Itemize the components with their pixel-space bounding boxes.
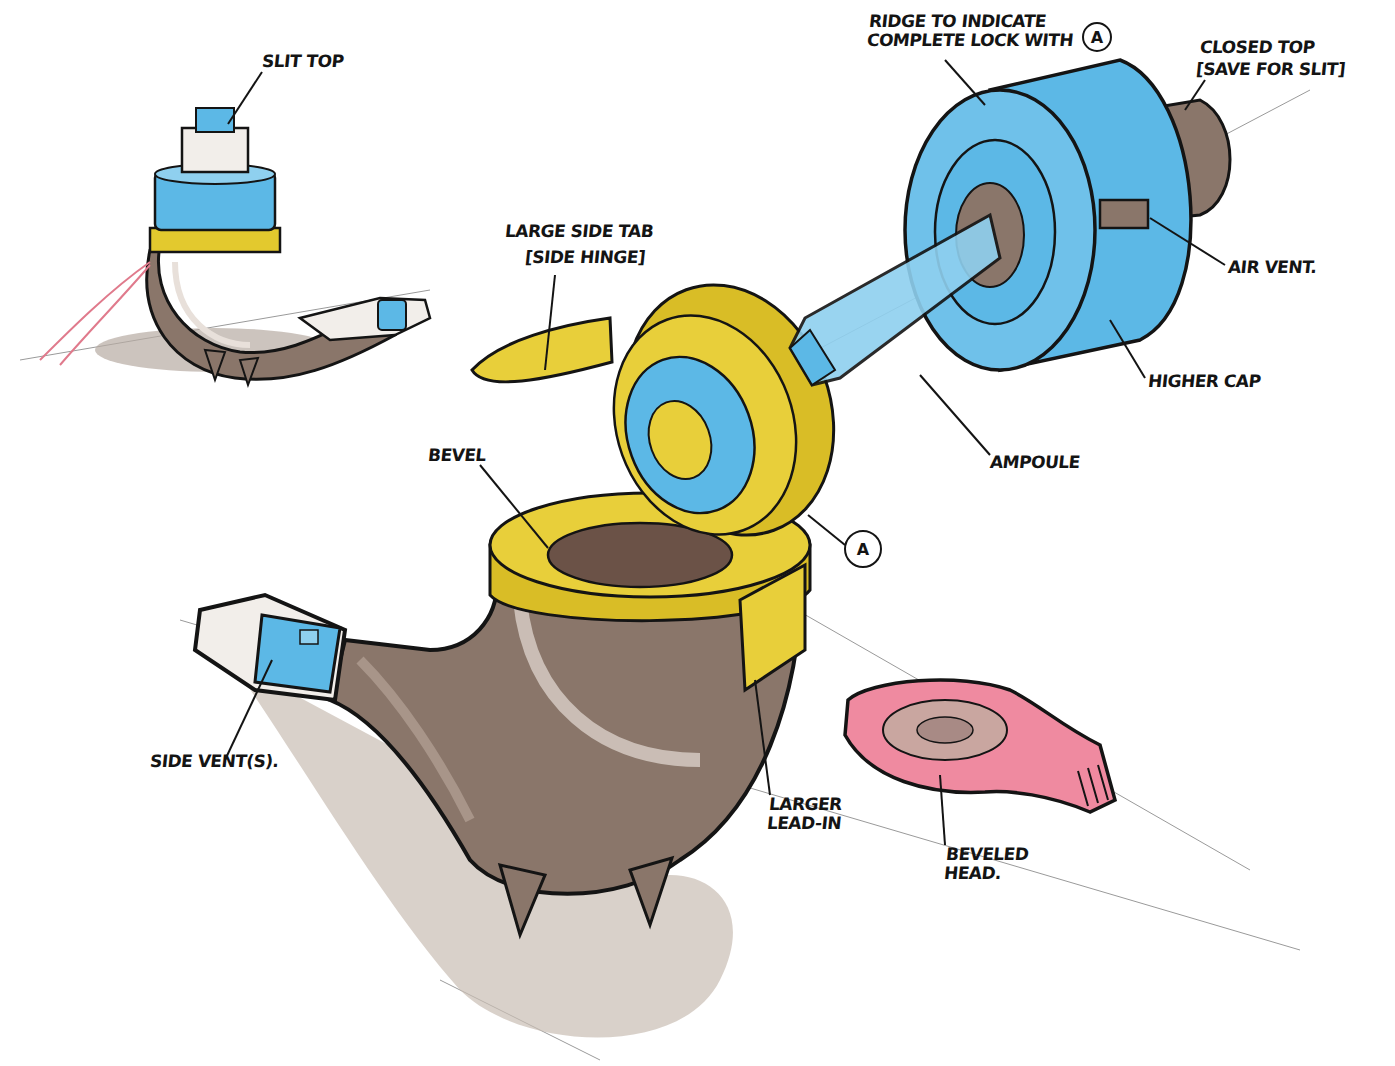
callout-letter: A: [857, 540, 869, 559]
part-label: [SIDE HINGE]: [524, 248, 686, 267]
hinged-lid: [472, 256, 868, 565]
part-label: AMPOULE: [989, 453, 1121, 472]
part-label: CLOSED TOP: [1199, 38, 1341, 57]
key-part: [845, 680, 1115, 812]
callout-letter: A: [1091, 28, 1103, 47]
part-label: SIDE VENT(S).: [149, 752, 301, 771]
leader-lines: [225, 60, 1225, 845]
part-label: [SAVE FOR SLIT]: [1195, 60, 1387, 79]
part-label: LARGE SIDE TAB: [504, 222, 696, 241]
part-label: BEVEL: [427, 446, 529, 465]
reference-circle: A: [844, 530, 882, 568]
main-body: [195, 493, 810, 1038]
small-view: [40, 108, 430, 385]
part-label: HIGHER CAP: [1147, 372, 1299, 391]
part-label: BEVELED HEAD.: [943, 845, 1057, 883]
part-label: SLIT TOP: [261, 52, 383, 71]
cap-and-ampoule: [790, 60, 1230, 385]
part-label: AIR VENT.: [1227, 258, 1349, 277]
part-label: LARGER LEAD-IN: [766, 795, 870, 833]
part-label: RIDGE TO INDICATE COMPLETE LOCK WITH: [866, 12, 1085, 50]
reference-circle: A: [1082, 22, 1112, 52]
